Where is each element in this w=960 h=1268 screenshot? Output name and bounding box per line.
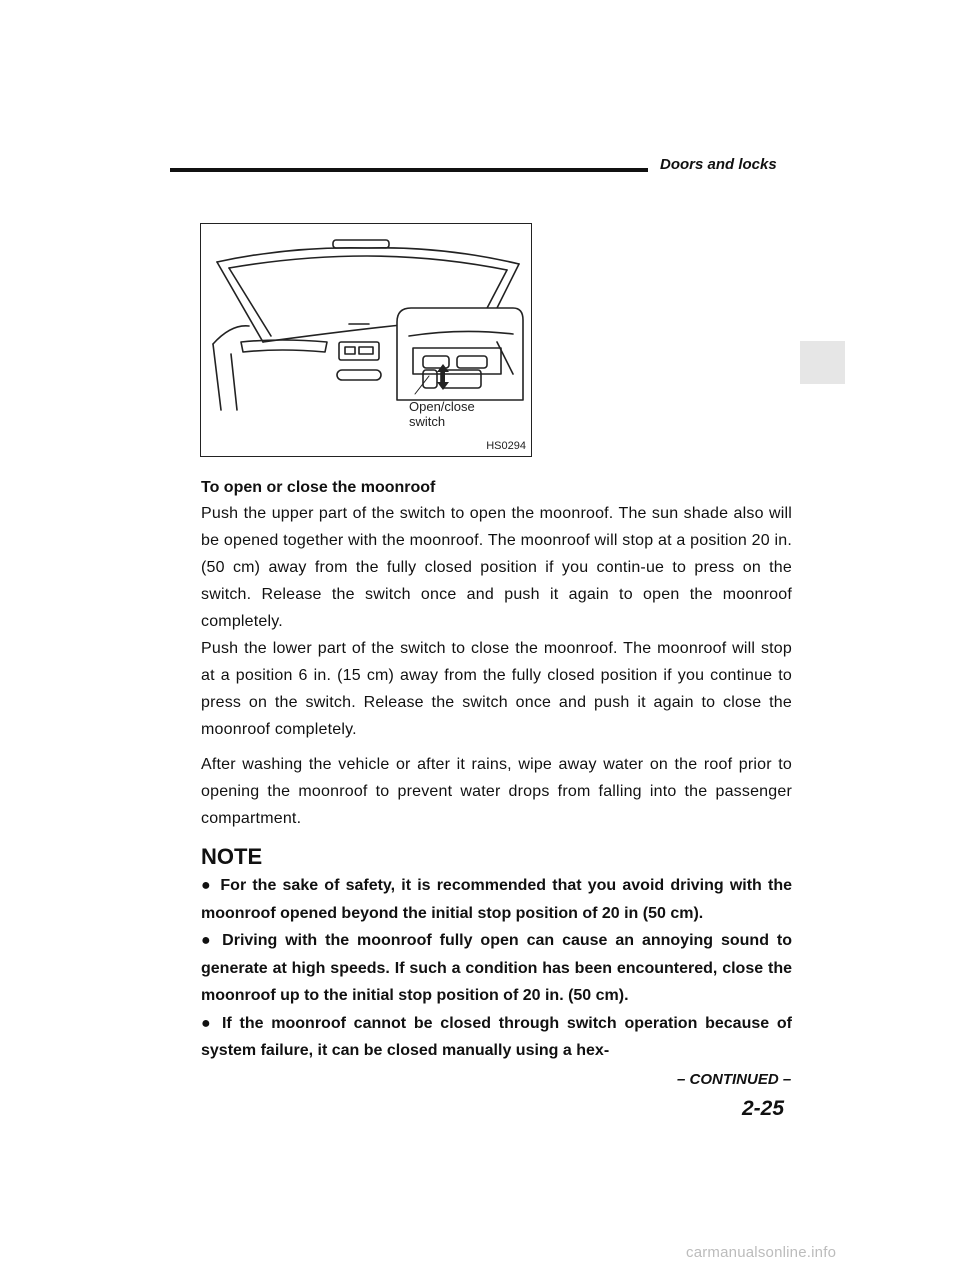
note-item-text: Driving with the moonroof fully open can…	[201, 932, 793, 1004]
bullet-icon: ●	[201, 932, 215, 949]
note-item: ●For the sake of safety, it is recommend…	[201, 872, 792, 927]
paragraph-close: Push the lower part of the switch to clo…	[201, 640, 792, 738]
moonroof-switch-illustration: Open/close switch HS0294	[200, 223, 532, 457]
page-number: 2-25	[742, 1097, 785, 1120]
bullet-icon: ●	[201, 877, 213, 894]
callout-label-line2: switch	[409, 414, 446, 429]
note-item: ●If the moonroof cannot be closed throug…	[201, 1010, 792, 1065]
note-item: ●Driving with the moonroof fully open ca…	[201, 927, 792, 1010]
paragraph-open: Push the upper part of the switch to ope…	[201, 505, 792, 630]
note-item-text: For the sake of safety, it is recommende…	[201, 877, 793, 922]
callout-label-line1: Open/close	[409, 399, 475, 414]
section-title: Doors and locks	[660, 156, 777, 173]
note-item-text: If the moonroof cannot be closed through…	[201, 1014, 793, 1060]
note-title: NOTE	[201, 844, 263, 869]
body-content: To open or close the moonroof Push the u…	[201, 476, 792, 1065]
watermark: carmanualsonline.info	[686, 1244, 837, 1261]
header-rule	[170, 168, 648, 172]
figure-code: HS0294	[486, 440, 526, 452]
section-heading: To open or close the moonroof	[201, 479, 436, 496]
interior-drawing	[212, 239, 524, 411]
chapter-tab	[800, 341, 845, 384]
continued-marker: – CONTINUED –	[677, 1071, 792, 1088]
paragraph-washing: After washing the vehicle or after it ra…	[201, 756, 792, 827]
callout-label: Open/close switch	[409, 399, 475, 429]
bullet-icon: ●	[201, 1014, 214, 1032]
